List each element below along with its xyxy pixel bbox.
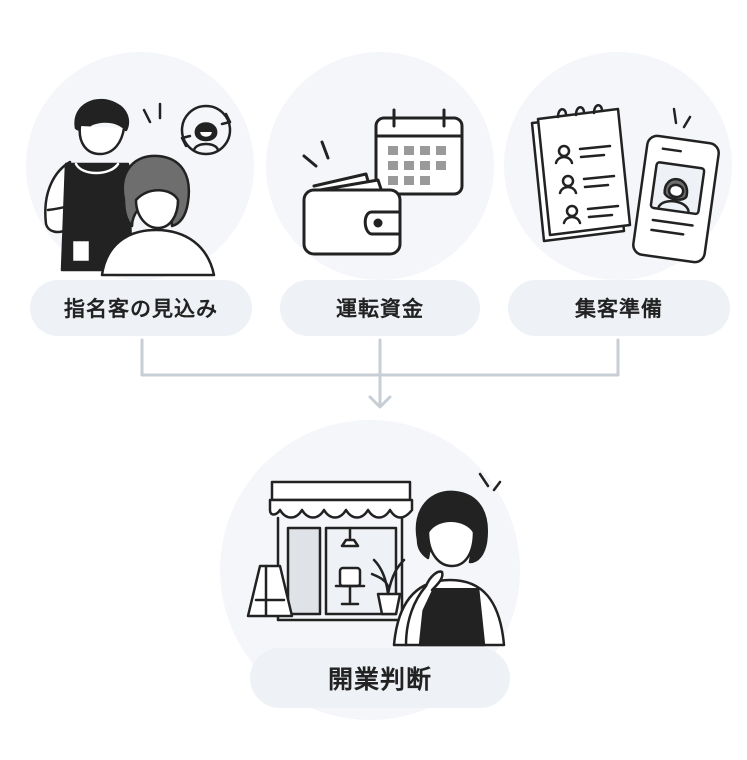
node-label-working-capital: 運転資金 <box>280 280 480 336</box>
salon-shop-thinking-woman-icon <box>246 472 506 647</box>
customer-list-phone-icon <box>530 104 720 264</box>
wallet-calendar-icon <box>302 108 464 256</box>
node-label-customer-acquisition: 集客準備 <box>508 280 730 336</box>
node-label-designated-customers: 指名客の見込み <box>30 280 252 336</box>
stylist-cutting-hair-icon <box>44 98 232 277</box>
result-label-opening-decision: 開業判断 <box>250 648 510 708</box>
